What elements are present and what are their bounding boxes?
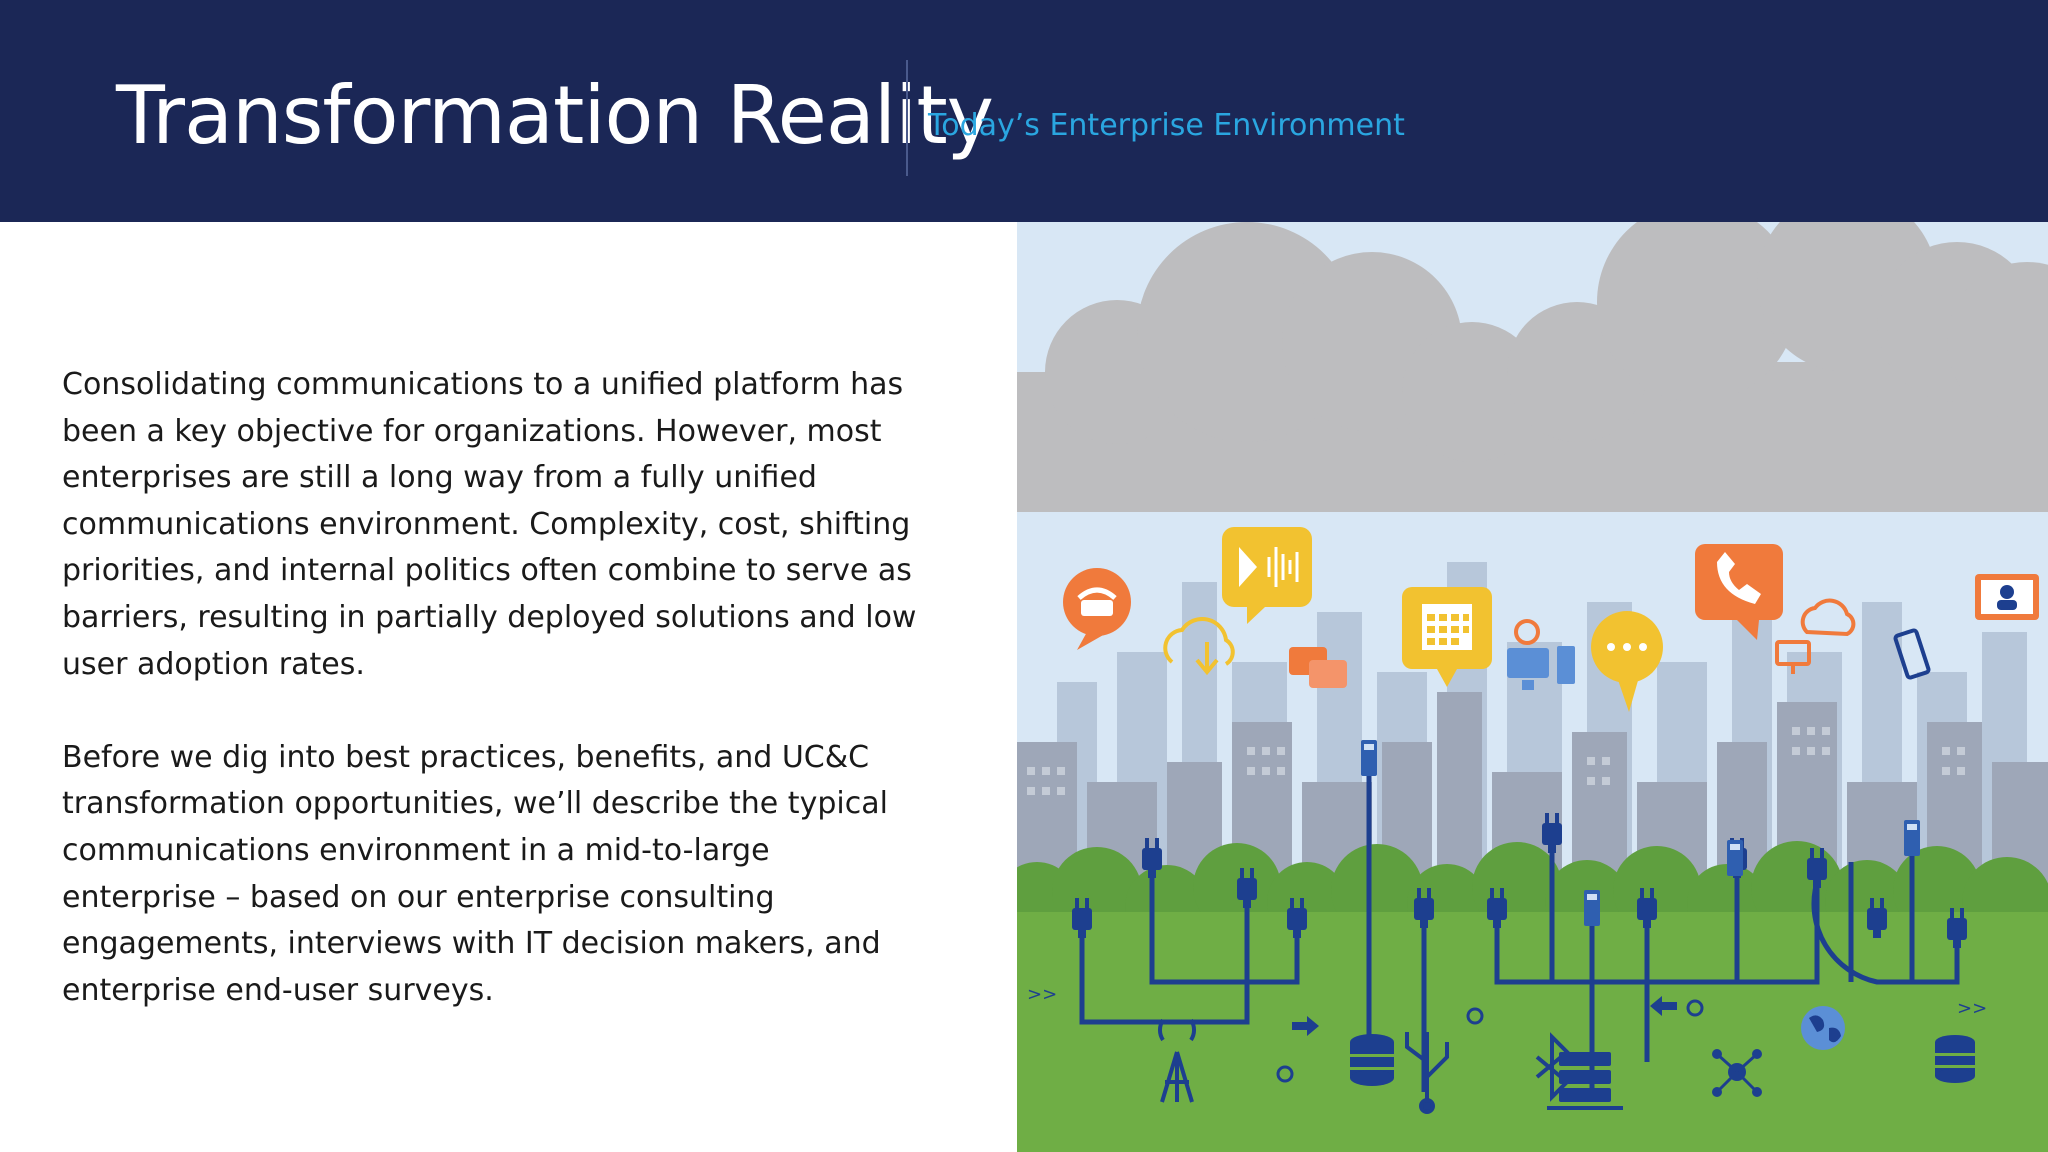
arrow-icon xyxy=(1292,996,1677,1036)
cloud-right xyxy=(1507,222,2048,512)
phone-bubble-icon xyxy=(1063,568,1131,650)
radio-tower-icon xyxy=(1157,1018,1197,1103)
ellipsis-bubble-icon xyxy=(1591,611,1663,712)
database-icon-right xyxy=(1935,1035,1975,1083)
building-windows xyxy=(1027,727,1965,795)
mobile-phone-icon xyxy=(1893,628,1931,680)
cloud-download-icon xyxy=(1163,616,1235,676)
paragraph-intro: Consolidating communications to a unifie… xyxy=(62,367,917,682)
arrow-marker-left: >> xyxy=(1027,984,1057,1005)
city-communications-illustration: >> >> xyxy=(1017,222,2048,1152)
title-divider xyxy=(906,60,908,176)
paragraph-overview: Before we dig into best practices, benef… xyxy=(62,739,888,1008)
network-hub-icon xyxy=(1712,1049,1762,1097)
page-subtitle: Today’s Enterprise Environment xyxy=(928,108,1405,143)
video-call-icon xyxy=(1975,574,2039,620)
database-icon xyxy=(1350,1034,1394,1086)
page-title: Transformation Reality xyxy=(116,69,994,162)
arrow-marker-right: >> xyxy=(1957,998,1987,1019)
audio-bubble-icon xyxy=(1222,527,1312,624)
grass-field xyxy=(1017,912,2048,1152)
cloud-sync-icon xyxy=(1775,598,1856,674)
ring-markers xyxy=(1276,999,1704,1083)
usb-icon xyxy=(1405,1032,1449,1114)
body-text: Consolidating communications to a unifie… xyxy=(62,362,922,1061)
globe-icon xyxy=(1801,1006,1845,1050)
handset-bubble-icon xyxy=(1695,544,1783,640)
title-banner: Transformation Reality Today’s Enterpris… xyxy=(0,0,2048,222)
video-conference-icon xyxy=(1507,619,1575,690)
calendar-bubble-icon xyxy=(1402,587,1492,687)
cloud-left xyxy=(1017,222,1542,512)
server-icon xyxy=(1547,1052,1623,1110)
chat-icon xyxy=(1289,647,1347,688)
